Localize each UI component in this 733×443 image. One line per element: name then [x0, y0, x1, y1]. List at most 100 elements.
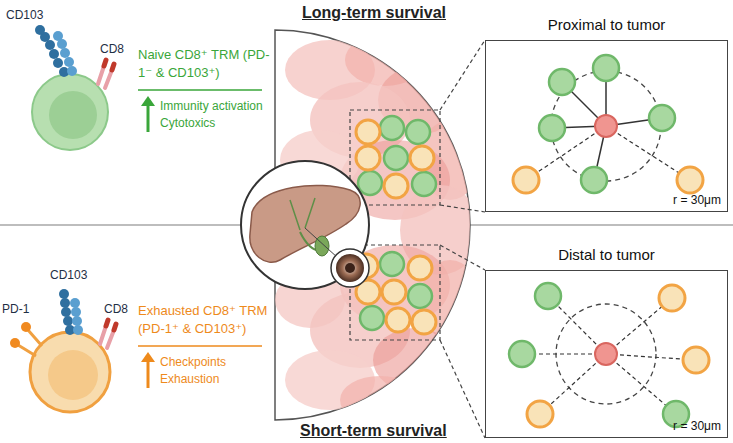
cd8-receptor: [106, 320, 108, 326]
marker-label: CD8: [100, 40, 124, 58]
liver-inset: [241, 161, 369, 289]
cd8-receptor: [114, 324, 116, 330]
cd103-receptor: [60, 48, 70, 58]
orange-trm-cell: [410, 146, 434, 170]
proximal-inset-cells: [677, 167, 703, 193]
green-trm-cell: [380, 116, 404, 140]
green-underline: [138, 90, 262, 91]
cd103-receptor: [60, 298, 70, 308]
zoom-leader-lines: [350, 40, 485, 438]
cd103-receptor: [35, 25, 77, 77]
proximal-inset-links: [526, 68, 690, 181]
cd103-receptor: [64, 57, 74, 67]
pd1-receptor: [18, 345, 36, 356]
proximal-inset-cells: [513, 167, 539, 193]
cd103-receptor: [53, 31, 63, 41]
zoom-leader-lines: [440, 340, 485, 438]
orange-trm-cell: [384, 174, 408, 198]
tumor-tissue: [345, 34, 425, 86]
orange-trm-cell: [408, 256, 432, 280]
cd8-receptor: [105, 70, 112, 88]
marker-label: CD8: [104, 300, 128, 318]
green-trm-cell: [360, 306, 384, 330]
cd8-receptor: [98, 66, 104, 84]
proximal-inset-cells: [581, 167, 607, 193]
distal-inset-links: [522, 296, 696, 414]
cd103-receptor: [73, 325, 83, 335]
survival-heading: Long-term survival: [302, 4, 446, 22]
distal-inset-cells: [683, 347, 709, 373]
orange-up-arrow: [141, 352, 155, 362]
zoom-leader-lines: [350, 110, 440, 205]
liver-inset: [331, 249, 369, 287]
green-trm-cell: [412, 172, 436, 196]
zoom-leader-lines: [440, 205, 485, 212]
panel-heading: Proximal to tumor: [486, 16, 727, 33]
inset-panel: Proximal to tumorr = 30μm: [485, 40, 728, 212]
inset-panel: Distal to tumorr = 30μm: [485, 270, 728, 438]
radius-label: r = 30μm: [673, 419, 721, 433]
cd103-receptor: [61, 307, 71, 317]
green-up-arrow: [141, 96, 155, 132]
proximal-inset-cells: [593, 55, 619, 81]
cd103-receptor: [59, 289, 69, 299]
distal-inset-links: [522, 296, 696, 414]
orange-trm-cell: [356, 146, 380, 170]
distal-inset-cells: [527, 401, 553, 427]
cd8-receptor: [100, 320, 116, 348]
pd1-receptor: [21, 322, 31, 332]
zoom-leader-lines: [440, 245, 485, 270]
cd103-receptor: [67, 66, 77, 76]
green-up-arrow: [141, 96, 155, 106]
orange-underline: [138, 346, 262, 347]
pd1-receptor: [28, 330, 42, 346]
liver-inset: [241, 161, 369, 289]
distal-inset-cells: [509, 341, 535, 367]
orange-up-arrow: [141, 352, 155, 388]
zoom-leader-lines: [440, 40, 485, 110]
orange-trm-cell: [382, 280, 406, 304]
proximal-inset-cells: [513, 55, 703, 193]
cd103-receptor: [71, 307, 81, 317]
proximal-inset-cells: [549, 69, 575, 95]
proximal-inset-cells: [595, 115, 617, 137]
liver-inset: [290, 198, 315, 230]
cd103-receptor: [35, 25, 45, 35]
orange-underline: [138, 345, 262, 347]
function-label: Checkpoints Exhaustion: [160, 354, 260, 388]
marker-label: CD103: [50, 266, 87, 284]
cd103-receptor: [49, 49, 59, 59]
green-trm-cell: [358, 171, 382, 195]
marker-label: CD103: [6, 6, 43, 24]
distal-inset-cells: [509, 283, 709, 427]
cd8-receptor: [107, 330, 114, 348]
green-underline: [138, 89, 262, 91]
liver-inset: [345, 263, 355, 273]
cd8-receptor: [112, 64, 114, 70]
cd103-receptor: [70, 298, 80, 308]
cell-type-label: Naive CD8⁺ TRM (PD-1⁻ & CD103⁺): [138, 46, 273, 82]
proximal-inset-cells: [539, 115, 565, 141]
distal-inset-cells: [535, 283, 561, 309]
orange-up-arrow: [147, 360, 150, 388]
cd103-receptor: [72, 316, 82, 326]
pd1-receptor: [10, 322, 42, 356]
distal-inset-cells: [659, 285, 685, 311]
cd8-receptor: [100, 326, 106, 344]
orange-trm-cell: [356, 120, 380, 144]
green-trm-cell: [408, 284, 432, 308]
cd8-receptor: [104, 60, 106, 66]
tumor-tissue: [340, 376, 420, 424]
liver-inset: [336, 254, 364, 282]
cd103-receptor: [63, 316, 73, 326]
proximal-inset-cells: [649, 105, 675, 131]
panel-heading: Distal to tumor: [486, 246, 727, 263]
distal-inset-cells: [595, 343, 617, 365]
green-trm-cell: [406, 120, 430, 144]
cd103-receptor: [59, 289, 83, 335]
orange-trm-cell: [412, 310, 436, 334]
green-trm-cell: [384, 146, 408, 170]
